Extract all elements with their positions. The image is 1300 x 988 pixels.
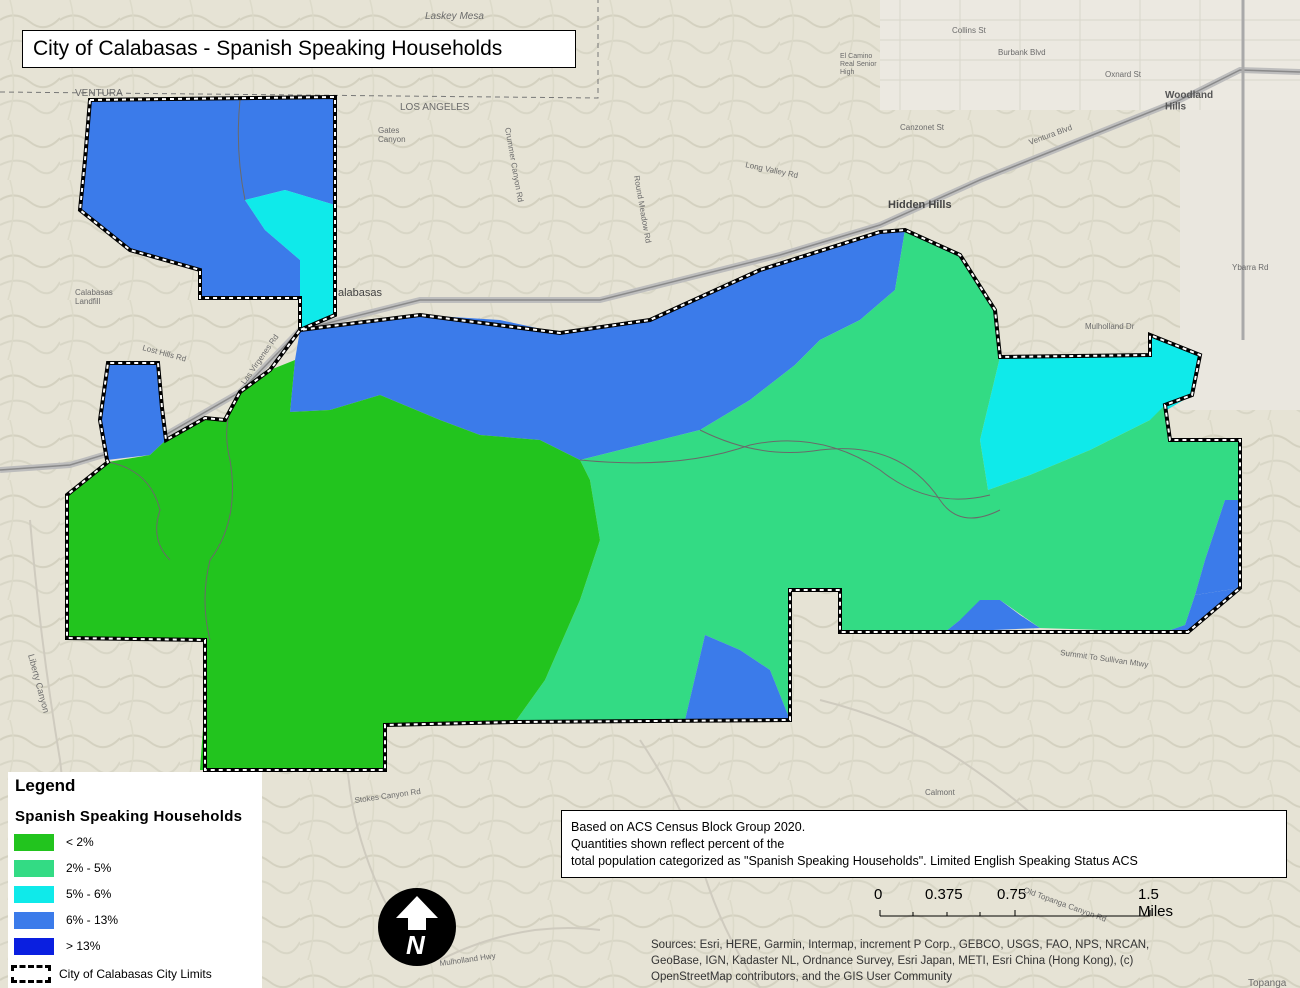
legend-label: > 13%: [66, 939, 101, 953]
block-group-6-13[interactable]: [290, 230, 905, 460]
place-label: LOS ANGELES: [400, 102, 470, 113]
sources-line: OpenStreetMap contributors, and the GIS …: [651, 971, 953, 983]
legend-label: < 2%: [66, 835, 94, 849]
block-group-2-5[interactable]: [515, 230, 1240, 722]
legend-item: 2% - 5%: [14, 858, 111, 878]
north-letter: N: [406, 930, 426, 960]
scale-tick-label: 0.375: [925, 886, 963, 903]
legend-item: 5% - 6%: [14, 884, 111, 904]
legend-swatch: [14, 833, 54, 851]
legend: Legend Spanish Speaking Households < 2% …: [8, 772, 262, 988]
freeway-101-line: [0, 69, 1300, 471]
legend-heading: Legend: [15, 776, 76, 795]
block-group-boundaries: [107, 99, 1001, 641]
block-group-5-6[interactable]: [245, 190, 335, 330]
place-label: Topanga: [1248, 978, 1287, 988]
block-group-6-13[interactable]: [945, 600, 1040, 632]
road-label: Burbank Blvd: [998, 48, 1046, 57]
block-group-6-13[interactable]: [685, 635, 790, 720]
legend-label: 2% - 5%: [66, 861, 112, 875]
block-group-6-13[interactable]: [100, 363, 166, 460]
sources-attribution: Sources: Esri, HERE, Garmin, Intermap, i…: [651, 937, 1291, 985]
road-label: Canzonet St: [900, 123, 945, 132]
legend-label: City of Calabasas City Limits: [59, 967, 212, 981]
place-label: VENTURA: [75, 88, 123, 99]
county-line: [0, 0, 599, 99]
block-group-6-13[interactable]: [1195, 500, 1240, 595]
place-label: Calmont: [925, 788, 956, 797]
legend-subheading: Spanish Speaking Households: [15, 808, 243, 825]
place-label: Laskey Mesa: [425, 11, 484, 22]
legend-swatch: [14, 885, 54, 903]
legend-swatch-city-limits: [11, 965, 51, 983]
street-grid: [880, 0, 1300, 110]
legend-item-city-limits: City of Calabasas City Limits: [11, 964, 212, 984]
scale-tick-label: 0: [874, 886, 883, 903]
block-group-6-13[interactable]: [80, 97, 335, 298]
sources-line: GeoBase, IGN, Kadaster NL, Ordnance Surv…: [651, 955, 1134, 967]
place-label: Hidden Hills: [888, 199, 952, 211]
legend-swatch: [14, 859, 54, 877]
urban-area: [880, 0, 1300, 110]
legend-swatch: [14, 911, 54, 929]
sources-line: Sources: Esri, HERE, Garmin, Intermap, i…: [651, 939, 1150, 951]
place-label: alabasas: [338, 287, 383, 299]
legend-item: 6% - 13%: [14, 910, 118, 930]
city-limits-dash: [66, 95, 1241, 771]
legend-label: 5% - 6%: [66, 887, 112, 901]
legend-label: 6% - 13%: [66, 913, 119, 927]
note-line: Based on ACS Census Block Group 2020.: [571, 820, 806, 834]
block-group-5-6[interactable]: [980, 335, 1200, 490]
legend-item: < 2%: [14, 832, 94, 852]
scale-bar: 0 0.375 0.75 1.5 Miles: [870, 884, 1190, 924]
road-label: Mulholland Dr: [1085, 322, 1135, 331]
north-arrow: N: [376, 886, 458, 968]
scale-tick-label: 0.75: [997, 886, 1027, 903]
note-line: Quantities shown reflect percent of the: [571, 837, 785, 851]
block-group-6-13[interactable]: [1165, 588, 1240, 632]
scale-bar-graphic: [879, 910, 1151, 917]
data-note: Based on ACS Census Block Group 2020. Qu…: [561, 810, 1287, 878]
block-group-under-2[interactable]: [67, 360, 600, 770]
road-label: Ybarra Rd: [1232, 263, 1268, 272]
road-label: Oxnard St: [1105, 70, 1142, 79]
north-arrow-icon: N: [378, 888, 456, 966]
legend-item: > 13%: [14, 936, 100, 956]
map-title: City of Calabasas - Spanish Speaking Hou…: [22, 30, 576, 68]
legend-swatch: [14, 937, 54, 955]
note-line: total population categorized as "Spanish…: [571, 854, 1138, 868]
road-label: Collins St: [952, 26, 987, 35]
